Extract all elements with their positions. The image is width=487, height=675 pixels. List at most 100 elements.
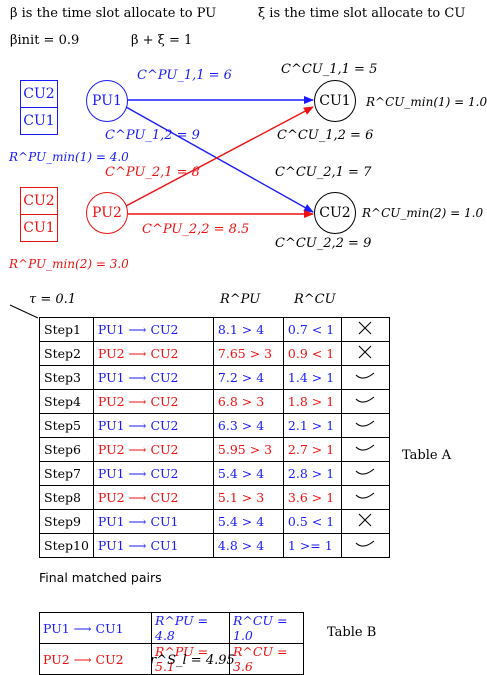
table-b-label: Table B <box>327 625 377 640</box>
check-icon <box>340 461 390 486</box>
pair-cell: PU1 ⟶ CU2 <box>92 365 214 390</box>
label-c-pu-12: C^PU_1,2 = 9 <box>105 128 200 143</box>
beta-init: βinit = 0.9 <box>10 33 80 48</box>
label-c-cu-12: C^CU_1,2 = 6 <box>277 128 374 143</box>
rpu-cell: R^PU = 5.1 <box>151 643 230 675</box>
label-c-cu-11: C^CU_1,1 = 5 <box>281 62 378 77</box>
step-cell: Step8 <box>39 485 94 510</box>
pair-cell: PU2 ⟶ CU2 <box>92 389 214 414</box>
sum-rate: r^S_l = 4.95 <box>150 653 235 668</box>
slot-constraint: β + ξ = 1 <box>131 33 193 48</box>
step-cell: Step7 <box>39 461 94 486</box>
pair-cell: PU1 ⟶ CU2 <box>92 413 214 438</box>
rpu-cell: 6.3 > 4 <box>212 413 284 438</box>
beta-definition: β is the time slot allocate to PU <box>10 6 217 21</box>
step-cell: Step6 <box>39 437 94 462</box>
rcu-cell: 1.4 > 1 <box>282 365 342 390</box>
pair-cell: PU2 ⟶ CU2 <box>92 341 214 366</box>
pu1-list-top: CU2 <box>20 80 58 108</box>
rpu-cell: 5.4 > 4 <box>212 461 284 486</box>
rcu-cell: 0.7 < 1 <box>282 317 342 342</box>
col-header-rpu: R^PU <box>220 292 261 307</box>
rcu-cell: 2.7 > 1 <box>282 437 342 462</box>
step-cell: Step9 <box>39 509 94 534</box>
check-icon <box>340 413 390 438</box>
pair-cell: PU2 ⟶ CU2 <box>92 485 214 510</box>
rcu-cell: 2.1 > 1 <box>282 413 342 438</box>
step-cell: Step4 <box>39 389 94 414</box>
check-icon <box>340 389 390 414</box>
pu1-node: PU1 <box>86 80 128 122</box>
rcu-cell: 3.6 > 1 <box>282 485 342 510</box>
rcu-cell: 0.5 < 1 <box>282 509 342 534</box>
edge-pu1-cu2 <box>125 106 314 213</box>
check-icon <box>340 533 390 558</box>
pu1-rmin: R^PU_min(1) = 4.0 <box>9 150 129 164</box>
cross-icon <box>340 509 390 534</box>
pair-cell: PU1 ⟶ CU1 <box>39 612 152 644</box>
rpu-cell: 6.8 > 3 <box>212 389 284 414</box>
step-cell: Step10 <box>39 533 94 558</box>
pair-cell: PU1 ⟶ CU1 <box>92 533 214 558</box>
pair-cell: PU1 ⟶ CU1 <box>92 509 214 534</box>
label-c-cu-21: C^CU_2,1 = 7 <box>275 165 372 180</box>
cross-icon <box>340 317 390 342</box>
final-pairs-caption: Final matched pairs <box>39 570 162 585</box>
label-c-pu-22: C^PU_2,2 = 8.5 <box>142 222 250 237</box>
rpu-cell: 5.1 > 3 <box>212 485 284 510</box>
pair-cell: PU1 ⟶ CU2 <box>92 317 214 342</box>
rpu-cell: 4.8 > 4 <box>212 533 284 558</box>
cu2-rmin: R^CU_min(2) = 1.0 <box>362 206 484 220</box>
pu2-list-top: CU2 <box>20 187 58 215</box>
rcu-cell: 0.9 < 1 <box>282 341 342 366</box>
cu1-rmin: R^CU_min(1) = 1.0 <box>366 95 487 109</box>
pu1-list-bottom: CU1 <box>20 107 58 135</box>
rpu-cell: 8.1 > 4 <box>212 317 284 342</box>
cu2-node: CU2 <box>314 192 356 234</box>
matching-diagram <box>9 96 314 319</box>
rcu-cell: 2.8 > 1 <box>282 461 342 486</box>
label-c-cu-22: C^CU_2,2 = 9 <box>275 236 372 251</box>
rpu-cell: 7.2 > 4 <box>212 365 284 390</box>
check-icon <box>340 437 390 462</box>
tau-label: τ = 0.1 <box>29 292 77 307</box>
step-cell: Step5 <box>39 413 94 438</box>
rcu-cell: R^CU = 1.0 <box>229 612 304 644</box>
rcu-cell: 1 >= 1 <box>282 533 342 558</box>
rpu-cell: 5.4 > 4 <box>212 509 284 534</box>
rcu-cell: R^CU = 3.6 <box>229 643 304 675</box>
rcu-cell: 1.8 > 1 <box>282 389 342 414</box>
tau-divider <box>9 304 39 319</box>
edge-pu2-cu1 <box>125 106 314 207</box>
cu1-node: CU1 <box>314 80 356 122</box>
label-c-pu-11: C^PU_1,1 = 6 <box>137 68 232 83</box>
rpu-cell: 5.95 > 3 <box>212 437 284 462</box>
pu2-list-bottom: CU1 <box>20 214 58 242</box>
pair-cell: PU2 ⟶ CU2 <box>39 643 152 675</box>
rpu-cell: R^PU = 4.8 <box>151 612 230 644</box>
step-cell: Step3 <box>39 365 94 390</box>
pu2-rmin: R^PU_min(2) = 3.0 <box>9 257 129 271</box>
pair-cell: PU1 ⟶ CU2 <box>92 461 214 486</box>
cross-icon <box>340 341 390 366</box>
step-cell: Step2 <box>39 341 94 366</box>
table-a-label: Table A <box>402 448 452 463</box>
label-c-pu-21: C^PU_2,1 = 8 <box>105 165 200 180</box>
xi-definition: ξ is the time slot allocate to CU <box>258 6 466 21</box>
check-icon <box>340 365 390 390</box>
rpu-cell: 7.65 > 3 <box>212 341 284 366</box>
